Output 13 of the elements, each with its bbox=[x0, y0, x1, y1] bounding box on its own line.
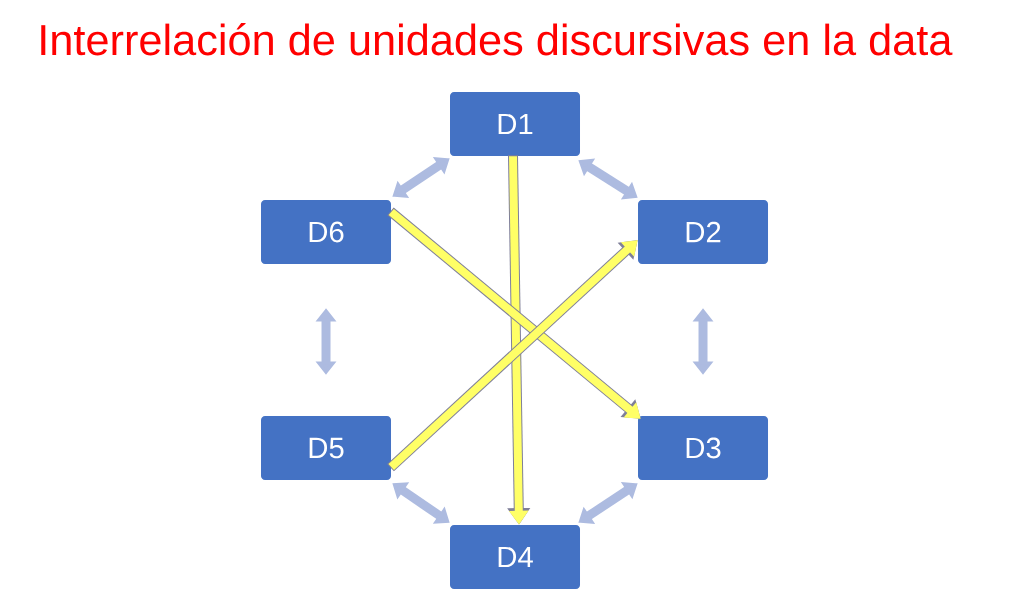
process-box: D4 bbox=[450, 525, 580, 589]
double-arrow bbox=[578, 158, 638, 200]
double-arrow bbox=[392, 157, 450, 198]
process-box: D2 bbox=[638, 200, 768, 264]
double-arrow bbox=[578, 481, 638, 525]
arrow bbox=[387, 240, 638, 472]
process-box: D5 bbox=[261, 416, 391, 480]
process-box: D1 bbox=[450, 92, 580, 156]
arrow bbox=[387, 207, 641, 419]
process-box: D3 bbox=[638, 416, 768, 480]
double-arrow bbox=[392, 482, 450, 524]
process-box: D6 bbox=[261, 200, 391, 264]
title: Interrelación de unidades discursivas en la data bbox=[41, 23, 953, 56]
